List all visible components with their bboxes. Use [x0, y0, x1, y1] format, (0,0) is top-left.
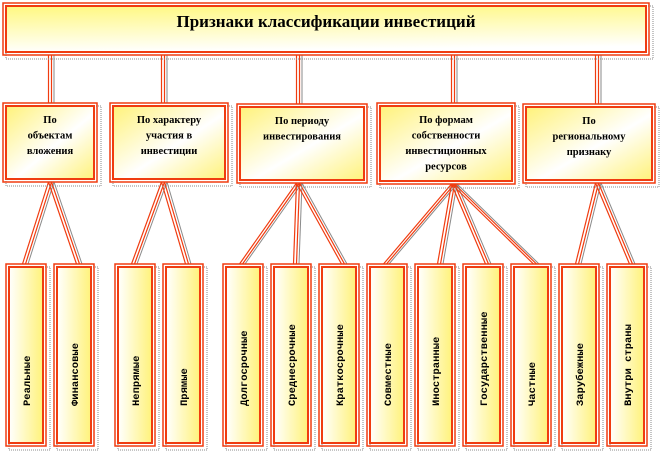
connector-ownership-to-leaf: [383, 183, 458, 265]
category-label-line: инвестирования: [263, 132, 341, 143]
leaf-box: Краткосрочные: [318, 263, 364, 451]
leaf-box: Зарубежные: [558, 263, 604, 451]
leaf-label: Внутри страны: [623, 324, 635, 406]
leaf-box: Долгосрочные: [222, 263, 268, 451]
leaf-box: Непрямые: [114, 263, 160, 451]
category-box-objects: По объектам вложения: [2, 102, 102, 187]
category-label-line: По периоду: [275, 116, 330, 127]
category-label-line: ресурсов: [425, 162, 467, 173]
leaf-label: Прямые: [179, 368, 191, 406]
leaf-label: Иностранные: [431, 337, 443, 406]
connector-participation-to-leaf: [160, 181, 192, 265]
leaf-label: Краткосрочные: [335, 324, 347, 406]
connector-title-to-regional: [594, 55, 602, 104]
connector-period-to-leaf: [239, 182, 303, 265]
leaf-label: Долгосрочные: [239, 330, 251, 406]
category-label-line: объектам: [28, 131, 73, 142]
connector-title-to-ownership: [450, 55, 458, 103]
connector-title-to-participation: [160, 55, 168, 103]
connector-objects-to-leaf: [21, 181, 55, 265]
category-label-line: По: [582, 116, 595, 127]
connector-regional-to-leaf: [594, 182, 636, 265]
category-label-line: По формам: [419, 115, 473, 126]
connector-ownership-to-leaf: [450, 183, 492, 265]
category-label-line: По характеру: [137, 115, 202, 126]
category-label-line: участия в: [146, 131, 193, 142]
category-layer: По объектам вложения По характеру участия в и…: [2, 102, 660, 189]
leaf-box: Совместные: [366, 263, 412, 451]
leaf-box: Иностранные: [414, 263, 460, 451]
leaf-label: Непрямые: [131, 356, 143, 406]
category-label-line: инвестиции: [141, 146, 198, 157]
category-box-ownership: По формам собственности инвестиционных ресу…: [376, 102, 520, 189]
leaf-box: Прямые: [162, 263, 208, 451]
connector-title-to-objects: [47, 55, 55, 103]
leaf-label: Реальные: [22, 356, 34, 406]
leaf-label: Совместные: [383, 343, 395, 406]
leaf-box: Государственные: [462, 263, 508, 451]
category-label-line: инвестиционных: [405, 146, 487, 157]
connector-participation-to-leaf: [130, 181, 168, 265]
leaf-label: Зарубежные: [574, 343, 587, 406]
leaf-label: Финансовые: [70, 343, 82, 406]
leaf-box: Среднесрочные: [270, 263, 316, 451]
leaf-box: Реальные: [5, 263, 51, 451]
leaf-box: Частные: [510, 263, 556, 451]
leaf-label: Среднесрочные: [287, 324, 299, 406]
connector-ownership-to-leaf: [436, 183, 458, 265]
connector-period-to-leaf: [295, 182, 348, 265]
category-label-line: вложения: [27, 146, 74, 157]
category-box-participation: По характеру участия в инвестиции: [109, 102, 233, 187]
leaf-box: Внутри страны: [606, 263, 652, 451]
connector-regional-to-leaf: [574, 182, 602, 265]
connector-period-to-leaf: [292, 182, 303, 265]
leaf-label: Частные: [527, 362, 539, 406]
category-label-line: собственности: [412, 131, 481, 142]
connector-title-to-period: [295, 55, 303, 104]
category-box-regional: По региональному признаку: [522, 103, 660, 188]
category-label-line: признаку: [567, 147, 612, 158]
leaf-label: Государственные: [479, 311, 491, 406]
connectors-layer: [21, 55, 636, 265]
connector-ownership-to-leaf: [451, 183, 540, 265]
category-label-line: По: [43, 115, 56, 126]
category-label-line: региональному: [553, 132, 627, 143]
leaf-layer: Реальные Финансовые Непрямые Прямые Долгосро…: [5, 263, 652, 451]
connector-objects-to-leaf: [47, 181, 83, 265]
title-box: Признаки классификации инвестиций: [2, 2, 654, 60]
diagram-title: Признаки классификации инвестиций: [177, 12, 476, 31]
leaf-box: Финансовые: [53, 263, 99, 451]
category-box-period: По периоду инвестирования: [236, 103, 372, 188]
